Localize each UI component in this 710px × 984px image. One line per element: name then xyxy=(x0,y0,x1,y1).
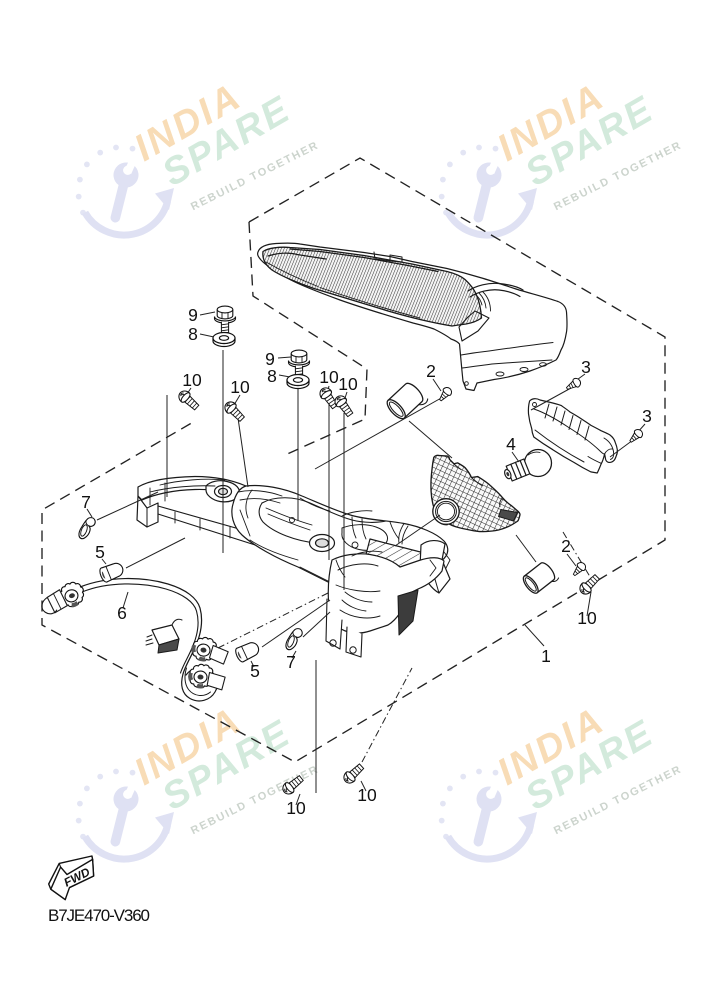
svg-text:6: 6 xyxy=(117,603,127,623)
svg-text:5: 5 xyxy=(250,661,260,681)
svg-text:10: 10 xyxy=(357,785,377,805)
svg-text:10: 10 xyxy=(338,374,358,394)
svg-text:2: 2 xyxy=(426,361,436,381)
svg-text:4: 4 xyxy=(506,434,516,454)
svg-text:1: 1 xyxy=(541,646,551,666)
svg-text:10: 10 xyxy=(182,370,202,390)
svg-text:10: 10 xyxy=(319,367,339,387)
svg-text:9: 9 xyxy=(265,349,275,369)
svg-text:10: 10 xyxy=(230,377,250,397)
svg-text:3: 3 xyxy=(642,406,652,426)
svg-text:2: 2 xyxy=(561,536,571,556)
svg-text:3: 3 xyxy=(581,357,591,377)
svg-text:7: 7 xyxy=(286,652,296,672)
svg-text:5: 5 xyxy=(95,542,105,562)
svg-text:10: 10 xyxy=(577,608,597,628)
svg-text:9: 9 xyxy=(188,305,198,325)
svg-text:8: 8 xyxy=(188,324,198,344)
svg-text:7: 7 xyxy=(81,492,91,512)
svg-text:8: 8 xyxy=(267,366,277,386)
svg-text:10: 10 xyxy=(286,798,306,818)
svg-text:B7JE470-V360: B7JE470-V360 xyxy=(48,906,150,925)
